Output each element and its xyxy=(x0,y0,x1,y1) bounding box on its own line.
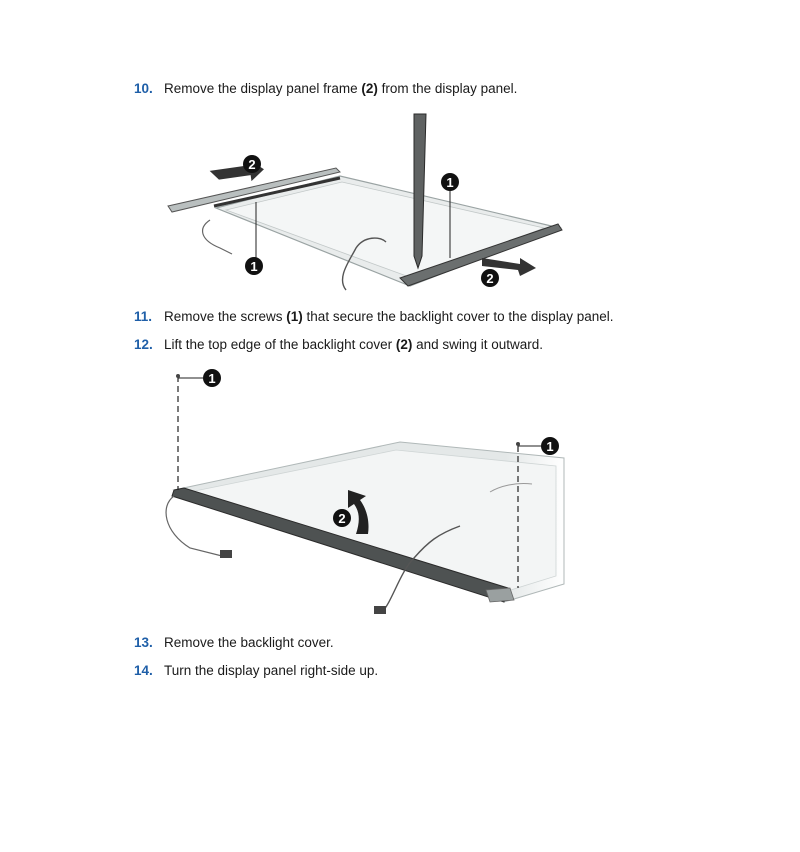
step-text: Remove the display panel frame xyxy=(164,81,362,96)
frame-strip-left xyxy=(167,167,341,213)
screw-icon xyxy=(176,374,180,378)
step-13: 13. Remove the backlight cover. xyxy=(134,635,334,651)
callout-2-bottom: 2 xyxy=(481,269,499,287)
callout-2-top: 2 xyxy=(243,155,261,173)
figure-remove-frame: 2 1 1 2 xyxy=(167,113,563,291)
callout-1-right: 1 xyxy=(441,173,459,191)
svg-text:1: 1 xyxy=(250,259,257,274)
cable-center xyxy=(381,525,461,613)
svg-text:2: 2 xyxy=(248,157,255,172)
callout-2: 2 xyxy=(333,509,351,527)
step-11: 11. Remove the screws (1) that secure the… xyxy=(134,309,613,325)
step-10: 10. Remove the display panel frame (2) fr… xyxy=(134,81,517,97)
svg-text:1: 1 xyxy=(208,371,215,386)
cable-center xyxy=(341,237,387,291)
step-text: Remove the screws xyxy=(164,309,287,324)
cable-left xyxy=(165,495,223,557)
svg-text:1: 1 xyxy=(546,439,553,454)
step-number: 13. xyxy=(134,635,153,650)
step-number: 11. xyxy=(134,309,153,324)
step-callout-ref: (2) xyxy=(361,81,378,96)
step-number: 12. xyxy=(134,337,153,352)
step-12: 12. Lift the top edge of the backlight co… xyxy=(134,337,543,353)
pry-tool xyxy=(413,113,427,270)
panel-corner xyxy=(485,587,515,603)
cable-right xyxy=(489,483,533,493)
callout-1-right: 1 xyxy=(541,437,559,455)
frame-edge-left xyxy=(213,176,341,208)
svg-text:1: 1 xyxy=(446,175,453,190)
callout-1-left: 1 xyxy=(245,257,263,275)
step-text-end: that secure the backlight cover to the d… xyxy=(302,309,614,324)
connector-left xyxy=(220,550,232,558)
step-callout-ref: (1) xyxy=(286,309,303,324)
step-number: 10. xyxy=(134,81,153,96)
display-panel-screen xyxy=(224,181,546,279)
connector-center xyxy=(374,606,386,614)
callout-1-left: 1 xyxy=(203,369,221,387)
arrow-right-icon xyxy=(482,258,536,276)
step-14: 14. Turn the display panel right-side up. xyxy=(134,663,378,679)
step-text-end: from the display panel. xyxy=(377,81,518,96)
figure-backlight-cover: 1 1 2 xyxy=(165,369,565,614)
step-text: Remove the backlight cover. xyxy=(164,635,334,650)
step-callout-ref: (2) xyxy=(395,337,413,352)
step-text: Lift the top edge of the backlight cover xyxy=(164,337,396,352)
lift-arrow-icon xyxy=(348,490,369,534)
backlight-cover xyxy=(188,449,557,593)
svg-text:2: 2 xyxy=(486,271,493,286)
step-text-end: and swing it outward. xyxy=(412,337,543,352)
screw-icon xyxy=(516,442,520,446)
cable-left xyxy=(202,219,233,255)
step-text: Turn the display panel right-side up. xyxy=(164,663,379,678)
svg-text:2: 2 xyxy=(338,511,345,526)
frame-bar-front xyxy=(399,223,563,287)
step-number: 14. xyxy=(134,663,153,678)
